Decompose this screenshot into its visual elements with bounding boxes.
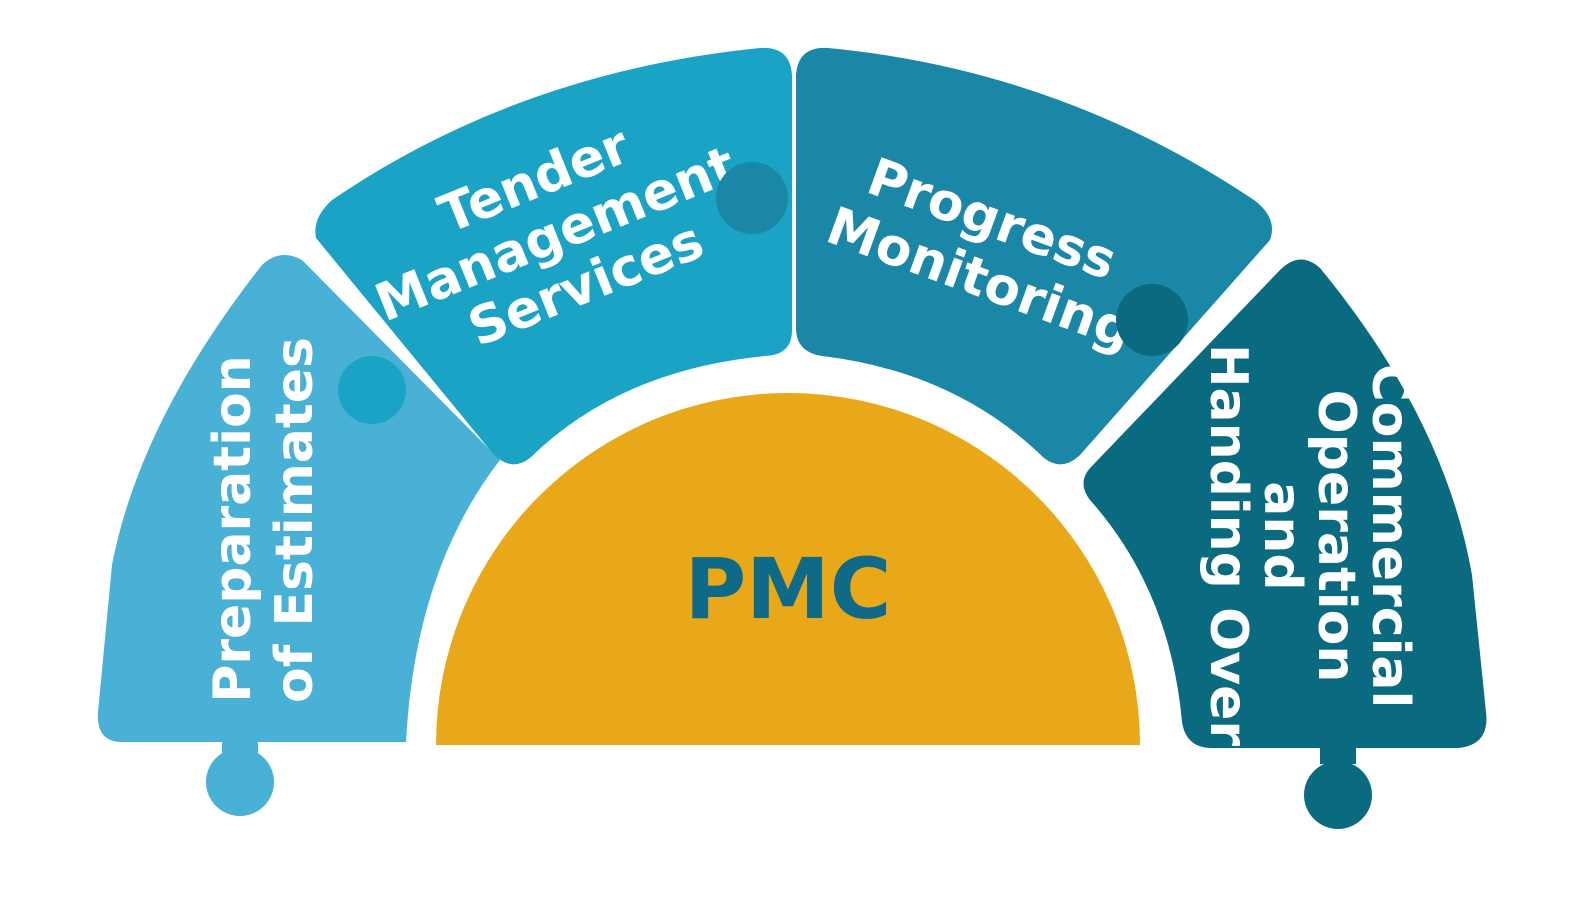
segment-shape <box>796 47 1272 465</box>
puzzle-tab-top <box>1116 284 1188 356</box>
segment-label: Preparation of Estimates <box>203 337 325 703</box>
label-line: Commercial <box>1360 364 1420 709</box>
label-line: Preparation <box>203 355 263 703</box>
segment-progress-monitoring: Progress Monitoring <box>716 47 1272 465</box>
center-hub: PMC <box>436 393 1140 745</box>
puzzle-tab-bottom <box>206 748 274 816</box>
puzzle-tab-neck <box>222 735 258 755</box>
label-line: Handing Over <box>1198 344 1258 746</box>
center-half-disc <box>436 393 1140 745</box>
puzzle-tab-bottom <box>1304 761 1372 829</box>
segment-shape <box>315 47 792 465</box>
segment-label: Commercial Operation and Handing Over <box>1198 344 1420 746</box>
puzzle-tab-left <box>716 162 788 234</box>
puzzle-tab-left <box>338 356 406 424</box>
center-label: PMC <box>685 540 892 638</box>
segment-shape <box>1083 259 1487 748</box>
segment-commercial-operation-handing-over: Commercial Operation and Handing Over <box>1083 259 1487 829</box>
label-line: Operation <box>1306 390 1366 683</box>
puzzle-tab-neck <box>1320 742 1356 764</box>
label-line: and <box>1252 481 1312 590</box>
label-line: of Estimates <box>265 337 325 703</box>
segment-tender-management-services: Tender Management Services <box>315 47 792 465</box>
